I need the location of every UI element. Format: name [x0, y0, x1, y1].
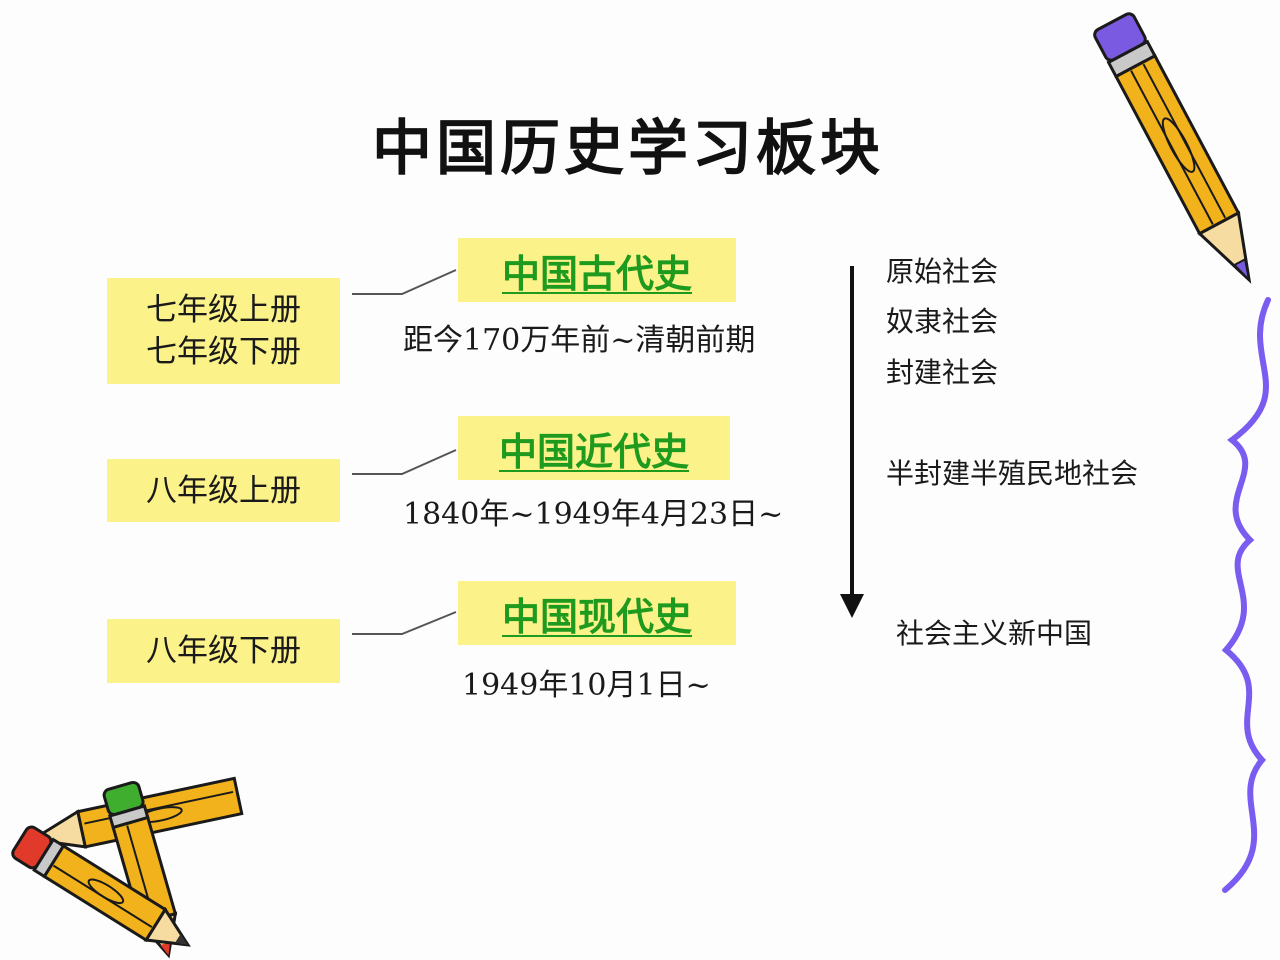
period-range: 1949年10月1日~ — [462, 668, 711, 703]
stage-label: 半封建半殖民地社会 — [886, 457, 1139, 490]
grade-label: 八年级下册 — [146, 633, 301, 669]
period-range: 1840年~1949年4月23日~ — [403, 497, 784, 532]
stage-label: 封建社会 — [886, 356, 999, 389]
pencil-icon — [1093, 12, 1252, 284]
connector-line — [352, 449, 457, 475]
period-box-modern: 中国近代史 — [458, 416, 730, 480]
period-box-contemporary: 中国现代史 — [458, 581, 736, 645]
grade-box-8b: 八年级下册 — [107, 619, 340, 683]
stage-label: 原始社会 — [886, 255, 999, 288]
stage-label: 奴隶社会 — [886, 305, 999, 338]
grade-label: 八年级上册 — [146, 472, 301, 509]
period-box-ancient: 中国古代史 — [458, 238, 736, 302]
period-label: 中国古代史 — [501, 250, 692, 296]
stage-label: 社会主义新中国 — [896, 617, 1093, 650]
period-label: 中国近代史 — [498, 428, 689, 474]
period-range: 距今170万年前~清朝前期 — [403, 323, 756, 358]
grade-label: 七年级下册 — [146, 334, 301, 370]
period-label: 中国现代史 — [501, 593, 692, 639]
connector-line — [352, 611, 457, 635]
grade-label: 七年级上册 — [146, 292, 301, 328]
page-title: 中国历史学习板块 — [372, 114, 884, 184]
crossed-pencils-icon — [11, 776, 244, 959]
timeline-arrow-icon — [840, 266, 864, 618]
squiggle-line-icon — [1221, 297, 1271, 893]
grade-box-8a: 八年级上册 — [107, 459, 340, 522]
grade-box-7: 七年级上册 七年级下册 — [107, 278, 340, 384]
connector-line — [352, 269, 457, 295]
